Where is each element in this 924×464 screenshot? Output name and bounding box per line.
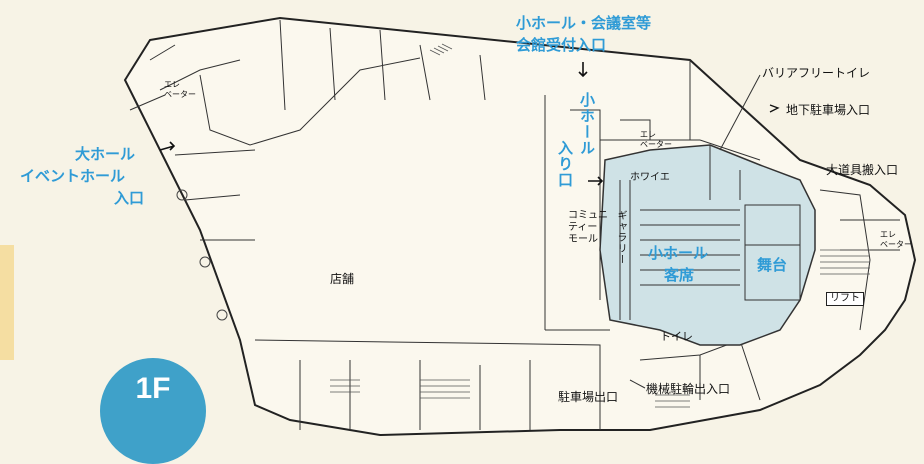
barrier-free-leader: [719, 74, 761, 151]
side-tab: [0, 245, 14, 360]
small-hall-seats-line1: 小ホール: [648, 244, 709, 262]
large-props-entrance-label: 大道具搬入口: [826, 163, 899, 177]
floor-map: 小ホール・会議室等 会館受付入口 大ホール イベントホール 入口 小ホール 入り…: [0, 14, 917, 464]
small-hall-entrance-vertical-b: 入り口: [556, 140, 574, 188]
top-entrance-arrow: [578, 62, 588, 78]
large-hall-label-line1: 大ホール: [75, 145, 136, 163]
shop-label: 店舗: [330, 272, 355, 286]
parking-exit-label: 駐車場出口: [558, 390, 619, 404]
foyer-label: ホワイエ: [630, 172, 670, 183]
lift-label: リフト: [826, 292, 864, 306]
elevator-left-label: エレ ベーター: [164, 80, 196, 99]
toilet-label: トイレ: [660, 330, 693, 343]
community-mall-label: コミュニ ティー モール: [568, 210, 608, 245]
underground-parking-label: 地下駐車場入口: [786, 103, 871, 117]
floor-badge-text: 1F: [135, 372, 171, 405]
small-hall-entrance-top-line2: 会館受付入口: [516, 36, 607, 54]
floor-badge: 1F: [100, 358, 206, 464]
elevator-center-label: エレ ベーター: [640, 130, 672, 149]
entrance-arrows: [159, 62, 604, 186]
small-hall-interior: [619, 145, 801, 320]
columns: [176, 189, 228, 321]
large-hall-label-line2: イベントホール: [20, 167, 126, 185]
stage-label: 舞台: [757, 256, 788, 274]
large-hall-arrow: [159, 141, 176, 151]
bicycle-leader: [629, 379, 646, 389]
interior-walls: [129, 19, 900, 430]
small-hall-seats-line2: 客席: [664, 266, 695, 284]
barrier-free-toilet-label: バリアフリートイレ: [762, 66, 871, 80]
gallery-label: ギャラリー: [615, 210, 626, 265]
parking-entrance-mark: [769, 104, 780, 113]
small-hall-entrance-top-line1: 小ホール・会議室等: [516, 14, 652, 32]
elevator-right-label: エレ ベーター: [880, 230, 912, 249]
small-hall-entrance-vertical-a: 小ホール: [578, 92, 596, 156]
floor-plan-drawing: [123, 16, 917, 437]
bicycle-parking-label: 機械駐輪出入口: [646, 382, 731, 396]
small-hall-arrow: [588, 176, 604, 186]
stair-hatching: [330, 43, 870, 408]
large-hall-label-line3: 入口: [114, 189, 145, 207]
